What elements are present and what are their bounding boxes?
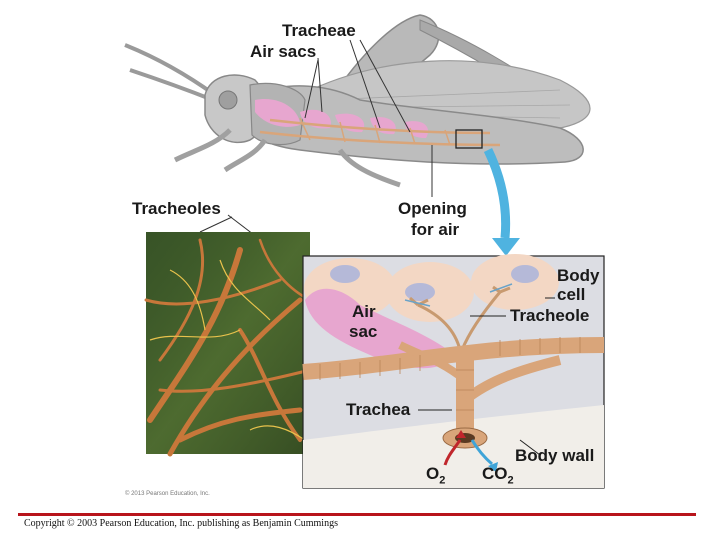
grasshopper-illustration <box>124 14 591 188</box>
tracheoles-micrograph <box>144 232 312 457</box>
image-credit: © 2013 Pearson Education, Inc. <box>125 491 210 497</box>
label-co2: CO2 <box>482 464 514 487</box>
label-tracheoles: Tracheoles <box>132 199 221 218</box>
label-air-sac-line1: Air <box>352 302 376 321</box>
label-body-cell-line1: Body <box>557 266 600 285</box>
label-opening-line1: Opening <box>398 199 467 218</box>
label-body-wall: Body wall <box>515 446 595 465</box>
zoom-arrow <box>483 148 511 239</box>
footer-copyright: Copyright © 2003 Pearson Education, Inc.… <box>24 518 338 529</box>
label-body-cell-line2: cell <box>557 285 586 304</box>
label-trachea: Trachea <box>346 400 411 419</box>
label-tracheae: Tracheae <box>282 21 356 40</box>
label-air-sac-line2: sac <box>349 322 378 341</box>
label-tracheole: Tracheole <box>510 306 590 325</box>
label-opening-line2: for air <box>411 220 460 239</box>
label-o2: O2 <box>426 464 446 487</box>
label-air-sacs: Air sacs <box>250 42 317 61</box>
enlarged-detail-panel <box>302 254 605 489</box>
footer-rule <box>18 513 696 516</box>
